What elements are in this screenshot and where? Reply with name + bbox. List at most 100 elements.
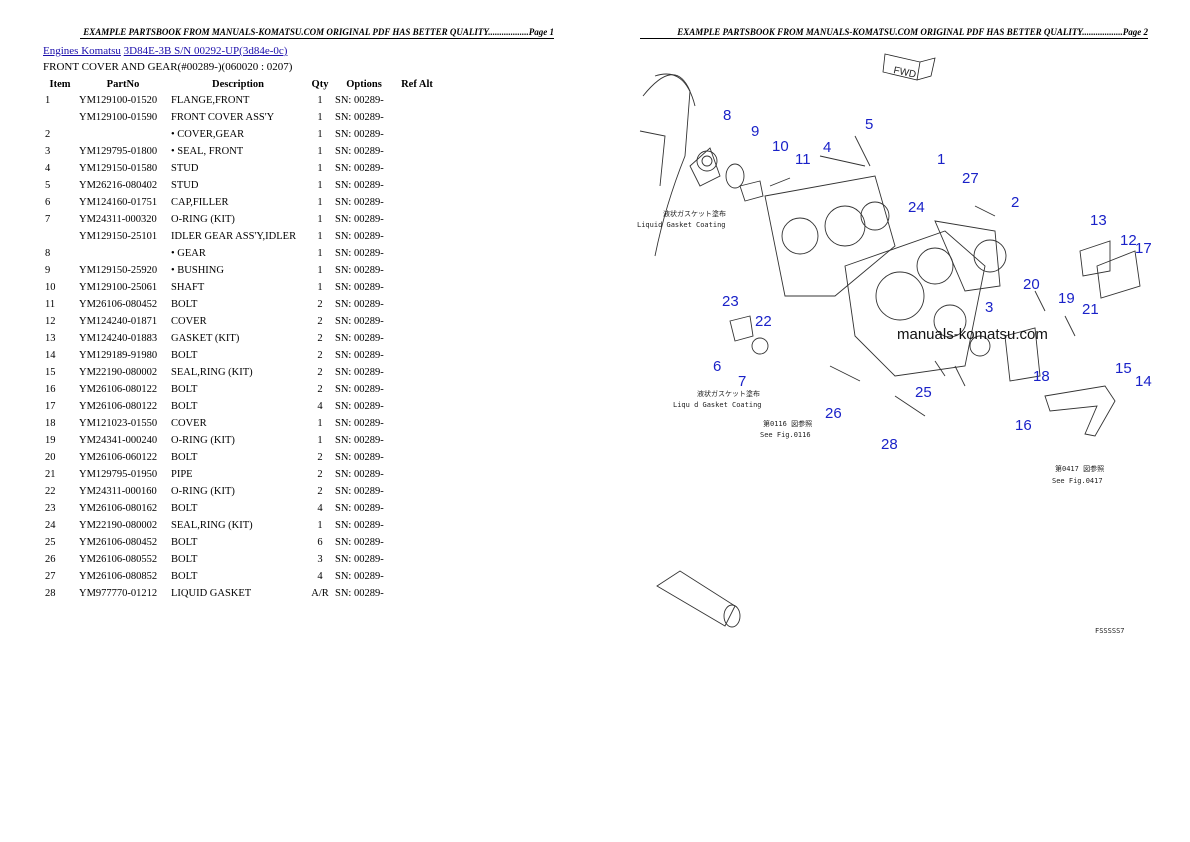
cell-partno: YM26106-080852 — [79, 571, 158, 582]
cell-description: BOLT — [171, 384, 198, 395]
cell-item: 8 — [45, 248, 51, 259]
cell-partno: YM121023-01550 — [79, 418, 158, 429]
cell-qty: 1 — [317, 112, 323, 123]
callout-number: 13 — [1090, 212, 1107, 229]
page-subtitle: FRONT COVER AND GEAR(#00289-)(060020 : 0… — [43, 61, 293, 73]
cell-item: 25 — [45, 537, 56, 548]
header-options: Options — [346, 79, 382, 90]
cell-qty: 1 — [317, 180, 323, 191]
cell-description: • BUSHING — [171, 265, 224, 276]
cell-partno: YM26106-080122 — [79, 384, 158, 395]
cell-item: 4 — [45, 163, 51, 174]
cell-ref-alt — [395, 194, 439, 211]
cell-partno — [77, 245, 169, 262]
cell-item: 12 — [45, 316, 56, 327]
cell-ref-alt — [395, 262, 439, 279]
cell-ref-alt — [395, 296, 439, 313]
page-header-right: EXAMPLE PARTSBOOK FROM MANUALS-KOMATSU.C… — [640, 27, 1148, 39]
cell-qty: 2 — [317, 486, 323, 497]
cell-description: PIPE — [171, 469, 193, 480]
cell-options: SN: 00289- — [335, 231, 384, 242]
cell-ref-alt — [395, 466, 439, 483]
header-partno: PartNo — [106, 79, 140, 90]
callout-number: 3 — [985, 299, 993, 316]
callout-number: 11 — [795, 151, 811, 168]
callout-number: 8 — [723, 107, 731, 124]
cell-qty: 6 — [317, 537, 323, 548]
cell-partno: YM22190-080002 — [79, 367, 158, 378]
cell-ref-alt — [395, 381, 439, 398]
callout-number: 27 — [962, 170, 979, 187]
cell-ref-alt — [395, 313, 439, 330]
callout-number: 26 — [825, 405, 842, 422]
cell-qty: 3 — [317, 554, 323, 565]
cell-partno: YM26216-080402 — [79, 180, 158, 191]
cell-options: SN: 00289- — [335, 163, 384, 174]
cell-description: COVER — [171, 418, 207, 429]
cell-qty: 1 — [317, 163, 323, 174]
cell-qty: 1 — [317, 248, 323, 259]
cell-qty: 2 — [317, 350, 323, 361]
cell-item: 14 — [45, 350, 56, 361]
cell-item: 27 — [45, 571, 56, 582]
fwd-label: FWD — [892, 65, 917, 80]
callout-number: 24 — [908, 199, 925, 216]
cell-qty: 1 — [317, 282, 323, 293]
callout-number: 2 — [1011, 194, 1019, 211]
cell-ref-alt — [395, 432, 439, 449]
cell-item: 13 — [45, 333, 56, 344]
cell-description: STUD — [171, 180, 199, 191]
cell-description: LIQUID GASKET — [171, 588, 252, 599]
exploded-parts-diagram: FWD 液状ガスケット塗布 Liquid Gasket Coating 液状ガス… — [637, 53, 1152, 635]
breadcrumb-link-engines[interactable]: Engines Komatsu — [43, 45, 121, 57]
cell-ref-alt — [395, 483, 439, 500]
cell-options: SN: 00289- — [335, 282, 384, 293]
cell-item: 2 — [45, 129, 51, 140]
cell-item: 21 — [45, 469, 56, 480]
callout-number: 21 — [1082, 301, 1099, 318]
header-item: Item — [49, 79, 71, 90]
cell-partno: YM124160-01751 — [79, 197, 158, 208]
cell-options: SN: 00289- — [335, 571, 384, 582]
cell-options: SN: 00289- — [335, 384, 384, 395]
cell-partno: YM22190-080002 — [79, 520, 158, 531]
cell-partno: YM129795-01800 — [79, 146, 158, 157]
cell-item: 24 — [45, 520, 56, 531]
cell-item: 5 — [45, 180, 51, 191]
cell-item: 7 — [45, 214, 51, 225]
callout-number: 10 — [772, 138, 789, 155]
callout-number: 5 — [865, 116, 873, 133]
cell-options: SN: 00289- — [335, 537, 384, 548]
cell-item: 26 — [45, 554, 56, 565]
callout-number: 4 — [823, 139, 831, 156]
cell-qty: 2 — [317, 469, 323, 480]
cell-qty: 1 — [317, 418, 323, 429]
cell-options: SN: 00289- — [335, 146, 384, 157]
cell-ref-alt — [395, 347, 439, 364]
cell-qty: 1 — [317, 129, 323, 140]
callout-number: 18 — [1033, 368, 1050, 385]
cell-partno: YM129150-25920 — [79, 265, 158, 276]
cell-description: STUD — [171, 163, 199, 174]
breadcrumb-link-model[interactable]: 3D84E-3B S/N 00292-UP(3d84e-0c) — [123, 45, 288, 57]
cell-qty: 1 — [317, 520, 323, 531]
cell-description: O-RING (KIT) — [171, 435, 235, 446]
cell-description: • COVER,GEAR — [171, 129, 245, 140]
cell-options: SN: 00289- — [335, 112, 384, 123]
cell-ref-alt — [395, 585, 439, 602]
cell-partno: YM26106-080162 — [79, 503, 158, 514]
cell-description: O-RING (KIT) — [171, 214, 235, 225]
cell-partno: YM124240-01871 — [79, 316, 158, 327]
cell-qty: 4 — [317, 571, 323, 582]
cell-qty: 2 — [317, 452, 323, 463]
callout-number: 22 — [755, 313, 772, 330]
